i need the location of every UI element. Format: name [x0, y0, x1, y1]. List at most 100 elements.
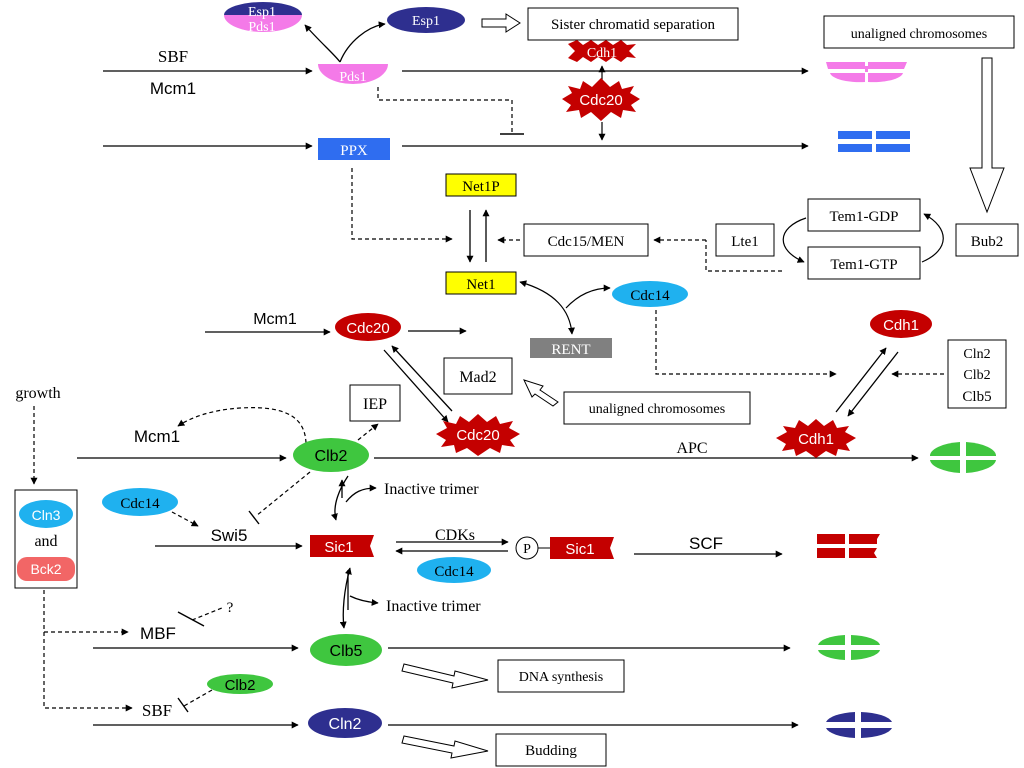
clb2-sbf-label: Clb2	[225, 677, 256, 694]
bck2-label: Bck2	[30, 561, 61, 577]
hollow-arrow-esp1	[481, 13, 521, 33]
clb2-label: Clb2	[315, 448, 348, 465]
bck2-shape	[17, 557, 75, 581]
cdh1-right-node: Cdh1	[870, 310, 932, 338]
iep-label: IEP	[363, 396, 387, 413]
bub2-label: Bub2	[971, 234, 1004, 250]
cln2-node: Cln2	[308, 708, 382, 738]
unaligned-chromosomes-mid-label: unaligned chromosomes	[589, 402, 725, 417]
ppx-label: PPX	[340, 143, 368, 159]
unaligned-chromosomes-mid-box: unaligned chromosomes	[563, 391, 751, 425]
cdc14-swi5-label: Cdc14	[120, 496, 160, 512]
inactive-trimer-top-label: Inactive trimer	[384, 481, 479, 498]
hollow-arrow-unaligned-to-bub2	[969, 57, 1005, 214]
sic1-p-label: Sic1	[565, 541, 594, 558]
cln3-bck2-box: Cln3 and Bck2	[14, 489, 78, 589]
budding-label: Budding	[525, 743, 577, 759]
sister-chromatid-separation-box: Sister chromatid separation	[527, 7, 739, 41]
cdh1-apc-label: Cdh1	[798, 431, 834, 448]
sic1-label: Sic1	[324, 539, 353, 556]
swi5-label: Swi5	[211, 526, 248, 545]
dna-synthesis-label: DNA synthesis	[519, 670, 603, 685]
pds1-inhibits-dashed-line	[377, 87, 513, 133]
cln2-label: Cln2	[329, 716, 362, 733]
cln3-shape	[19, 500, 73, 528]
tem1-gtp-label: Tem1-GTP	[830, 257, 897, 273]
sister-chromatid-separation-label: Sister chromatid separation	[551, 17, 716, 33]
gdp-to-gtp-arrow	[782, 217, 807, 263]
p-label: P	[523, 542, 531, 557]
mbf-question-dashed-line	[191, 607, 223, 621]
clb2-node: Clb2	[293, 438, 369, 472]
cdc15-men-box: Cdc15/MEN	[523, 223, 649, 257]
unaligned-chromosomes-top-label: unaligned chromosomes	[851, 27, 987, 42]
cln2-small-label: Cln2	[963, 347, 990, 362]
cln3-to-mbf-dashed-arrow	[43, 590, 129, 636]
cdks-label: CDKs	[435, 527, 475, 544]
budding-box: Budding	[495, 733, 607, 767]
pds1-label: Pds1	[339, 70, 366, 85]
cdh1-top-node: Cdh1	[568, 40, 636, 62]
clb2-inhibits-sbf-dashed-line	[183, 689, 213, 707]
rent-to-cdc14-arrow	[565, 284, 611, 309]
cdc14-to-swi5-dashed-arrow	[171, 511, 199, 527]
clb5-label: Clb5	[330, 643, 363, 660]
phospho-p-node: P	[515, 536, 539, 560]
iep-box: IEP	[349, 384, 401, 422]
net1p-node: Net1P	[445, 173, 517, 197]
cln3-to-sbf-dashed-arrow	[43, 632, 133, 712]
pds1-fragments	[826, 62, 907, 83]
clb5-small-label: Clb5	[962, 389, 991, 405]
sic1-node: Sic1	[310, 535, 374, 557]
esp1-complex-label: Esp1	[248, 5, 276, 20]
sic1-clb5-arrow	[339, 567, 352, 629]
cyclins-inhibit-box: Cln2 Clb2 Clb5	[947, 339, 1007, 409]
mbf-label: MBF	[140, 624, 176, 643]
cdc20-top-node: Cdc20	[562, 78, 640, 121]
clb2-inhibits-swi5-dashed-line	[255, 471, 311, 517]
clb2-sbf-node: Clb2	[207, 674, 273, 694]
cdc20-mid-label: Cdc20	[346, 320, 389, 337]
mcm1-mid-label: Mcm1	[253, 311, 297, 328]
tem1-gdp-label: Tem1-GDP	[830, 209, 899, 225]
pds1-complex-label: Pds1	[248, 20, 275, 35]
and-label: and	[34, 533, 57, 550]
pds1-half-shape	[224, 15, 302, 32]
cdc20-apc-label: Cdc20	[456, 427, 499, 444]
clb5-node: Clb5	[310, 634, 382, 666]
cdc14-rent-label: Cdc14	[630, 288, 670, 304]
ppx-to-net1-dashed-arrow	[351, 168, 453, 243]
growth-label: growth	[15, 385, 60, 402]
cdh1-activation-arrow	[847, 351, 899, 417]
cln3-label: Cln3	[32, 507, 61, 523]
scf-label: SCF	[689, 534, 723, 553]
dna-synthesis-box: DNA synthesis	[497, 659, 625, 693]
net1-rent-arrow	[519, 280, 575, 335]
tem1-gdp-box: Tem1-GDP	[807, 198, 921, 232]
net1-node: Net1	[445, 271, 517, 295]
cdc14-to-cdh1-dashed-arrow	[655, 310, 837, 378]
sic1-fragments	[817, 534, 880, 558]
swi5-inhibition-bar	[248, 510, 260, 525]
to-inactive-trimer-bottom-arrow	[349, 595, 379, 606]
cdc14-rent-node: Cdc14	[612, 281, 688, 307]
hollow-arrow-clb5-dna	[401, 663, 489, 689]
pds1-to-esp1-arrow	[339, 21, 386, 63]
cdh1-right-label: Cdh1	[883, 317, 919, 334]
cdc14-sic1-node: Cdc14	[417, 557, 491, 583]
esp1-half-shape	[224, 2, 302, 15]
complex-to-pds1-arrow	[304, 24, 341, 63]
to-inactive-trimer-top-arrow	[345, 484, 377, 503]
sbf-top-label: SBF	[158, 47, 188, 66]
mcm1-top-label: Mcm1	[150, 79, 196, 98]
clb2-feedback-dashed-arrow	[177, 407, 307, 444]
apc-label: APC	[676, 440, 707, 457]
cln2-fragments	[826, 712, 892, 738]
ppx-fragments	[838, 131, 910, 152]
clb2-small-label: Clb2	[963, 368, 990, 383]
esp1-node: Esp1	[387, 7, 465, 33]
clb2-sic1-arrow	[330, 475, 349, 521]
lte1-box: Lte1	[715, 223, 775, 257]
pds1-node: Pds1	[318, 64, 388, 85]
